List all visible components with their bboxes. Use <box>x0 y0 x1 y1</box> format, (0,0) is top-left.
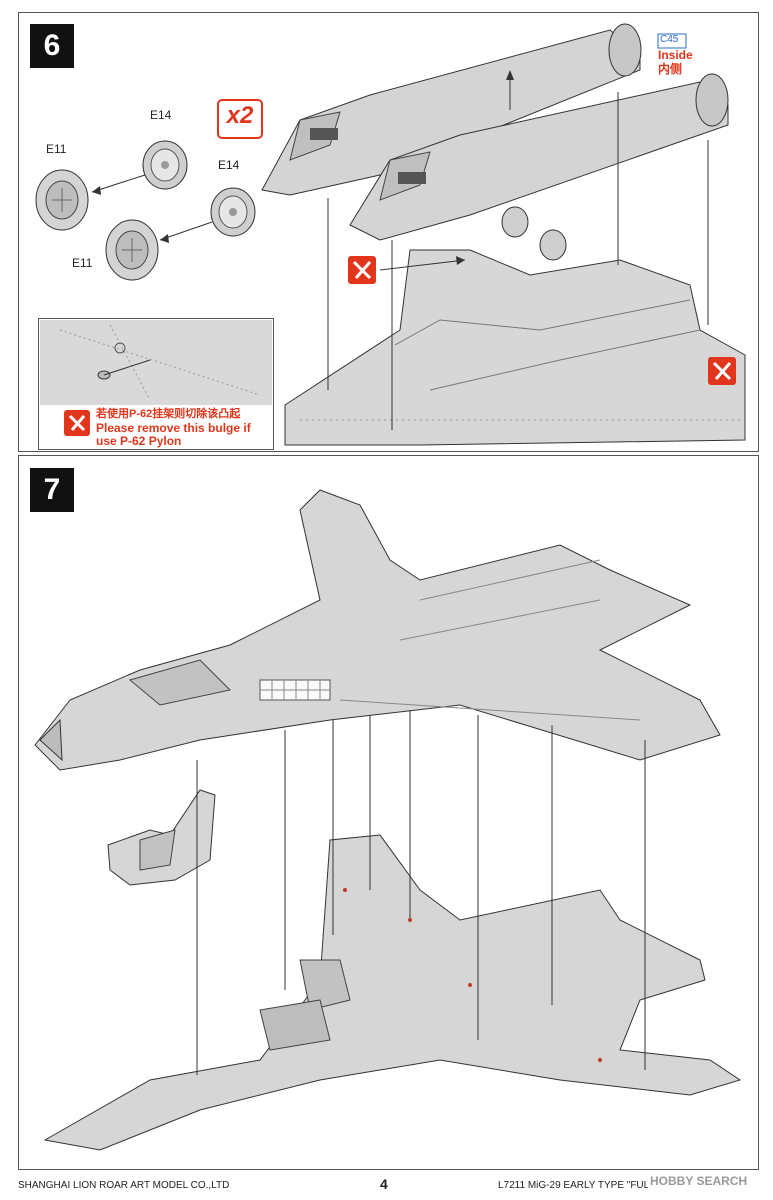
footer-watermark: HOBBY SEARCH <box>650 1174 748 1188</box>
multiplier-label: x2 <box>226 102 254 129</box>
lower-fuselage-underside <box>43 834 742 1151</box>
intake-duct-upper <box>261 23 642 196</box>
cut-marker-icon <box>708 357 736 385</box>
footer-page-number: 4 <box>380 1176 388 1192</box>
part-c45-box <box>657 33 687 49</box>
bulge-callout-en-line1: Please remove this bulge if <box>96 421 251 435</box>
step-7-number: 7 <box>30 468 74 512</box>
intake-duct-lower <box>349 73 729 241</box>
bulge-detail-inset <box>38 318 274 450</box>
cut-marker-icon <box>64 410 90 436</box>
bulge-detail-drawing <box>40 320 272 405</box>
bulge-callout-zh: 若使用P-62挂架则切除该凸起 <box>96 408 241 420</box>
step-6-number: 6 <box>30 24 74 68</box>
label-e11-bottom: E11 <box>72 256 93 270</box>
bulge-callout-en-line2: use P-62 Pylon <box>96 434 182 448</box>
part-c45-label: C45 <box>660 34 679 45</box>
label-e14-top: E14 <box>150 108 172 122</box>
cut-marker-icon <box>348 256 376 284</box>
ejection-seat <box>107 789 216 886</box>
step-7-panel <box>18 455 759 1170</box>
compressor-face-e14-bottom <box>210 187 256 237</box>
multiplier-box <box>217 99 263 139</box>
step-6-panel <box>18 12 759 452</box>
footer-product: L7211 MiG-29 EARLY TYPE "FULCRUM" 9-12 <box>498 1180 648 1191</box>
label-e14-bottom: E14 <box>218 158 240 172</box>
inside-label-en: Inside <box>658 48 693 62</box>
fuselage-underside-step6 <box>284 249 746 446</box>
compressor-face-e14-top <box>142 140 188 190</box>
footer-company: SHANGHAI LION ROAR ART MODEL CO.,LTD <box>18 1180 230 1191</box>
inside-label-zh: 内侧 <box>658 62 683 76</box>
upper-fuselage-assembled <box>34 489 721 771</box>
label-e11-top: E11 <box>46 142 67 156</box>
intake-ring-e11-bottom <box>105 219 159 281</box>
intake-ring-e11-top <box>35 169 89 231</box>
